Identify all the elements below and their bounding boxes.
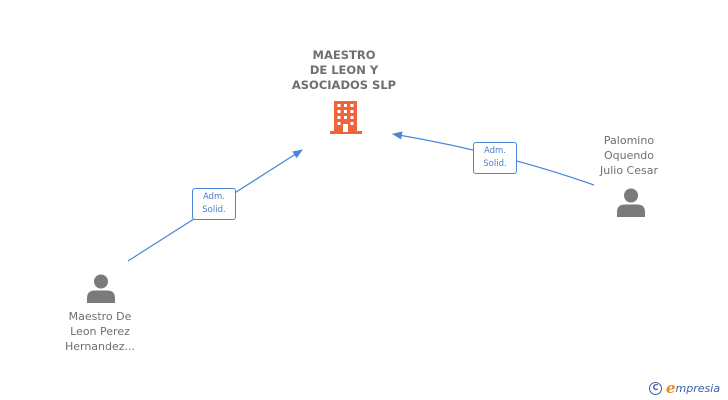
- brand-logo: C e mpresia: [649, 379, 720, 397]
- brand-initial: e: [666, 379, 676, 397]
- relation-label: Adm. Solid.: [473, 142, 517, 174]
- person-icon[interactable]: [86, 273, 116, 303]
- copyright-icon: C: [649, 381, 662, 395]
- person-icon[interactable]: [616, 187, 646, 217]
- person-name[interactable]: Maestro De Leon Perez Hernandez...: [64, 310, 136, 353]
- brand-name: mpresia: [675, 381, 721, 395]
- building-icon[interactable]: [330, 101, 362, 134]
- relation-label: Adm. Solid.: [192, 188, 236, 220]
- person-name[interactable]: Palomino Oquendo Julio Cesar: [600, 134, 658, 177]
- company-name[interactable]: MAESTRO DE LEON Y ASOCIADOS SLP: [291, 48, 397, 92]
